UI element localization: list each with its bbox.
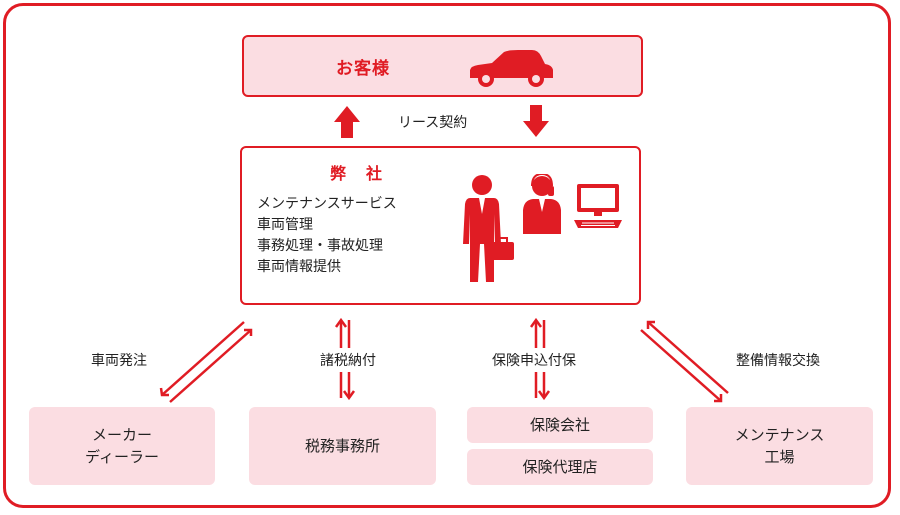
maker-label: メーカー bbox=[91, 426, 152, 444]
down-arrow-to-company bbox=[523, 105, 549, 137]
tax-office-label: 税務事務所 bbox=[304, 437, 380, 455]
insurance-company-label: 保険会社 bbox=[529, 416, 590, 434]
order-label: 車両発注 bbox=[91, 353, 147, 369]
contract-label: リース契約 bbox=[398, 115, 468, 131]
tax-office-box: 税務事務所 bbox=[249, 407, 436, 485]
company-title: 弊 社 bbox=[330, 164, 385, 183]
maintenance-label-line2: 工場 bbox=[764, 448, 795, 466]
service-list: メンテナンスサービス 車両管理 事務処理・事故処理 車両情報提供 bbox=[257, 194, 397, 278]
client-box: お客様 bbox=[242, 35, 643, 97]
client-label: お客様 bbox=[336, 59, 390, 79]
maintenance-factory-box: メンテナンス 工場 bbox=[686, 407, 873, 485]
dealer-label: ディーラー bbox=[85, 448, 159, 466]
businessman-icon bbox=[463, 175, 514, 282]
maintenance-label: 整備情報交換 bbox=[736, 353, 820, 369]
outer-frame bbox=[3, 3, 891, 508]
car-icon bbox=[470, 50, 553, 87]
tax-label: 諸税納付 bbox=[320, 353, 376, 369]
insurance-agent-box: 保険代理店 bbox=[467, 449, 653, 485]
service-item: 車両情報提供 bbox=[257, 259, 341, 275]
company-box: 弊 社 メンテナンスサービス 車両管理 事務処理・事故処理 車両情報提供 bbox=[240, 146, 641, 305]
computer-icon bbox=[574, 184, 622, 228]
maker-dealer-box: メーカー ディーラー bbox=[29, 407, 215, 485]
insurance-company-box: 保険会社 bbox=[467, 407, 653, 443]
service-item: メンテナンスサービス bbox=[257, 196, 397, 212]
service-item: 車両管理 bbox=[257, 217, 313, 233]
arrow-order-pair bbox=[159, 321, 253, 403]
arrow-maintenance-pair bbox=[640, 320, 729, 403]
arrow-tax-pair bbox=[334, 317, 356, 401]
arrow-insurance-pair bbox=[529, 317, 551, 401]
operator-icon bbox=[523, 174, 561, 234]
service-item: 事務処理・事故処理 bbox=[257, 238, 383, 254]
insurance-agent-label: 保険代理店 bbox=[522, 458, 598, 476]
insurance-label: 保険申込付保 bbox=[492, 353, 576, 369]
up-arrow-to-client bbox=[334, 106, 360, 138]
maintenance-label-line1: メンテナンス bbox=[734, 426, 825, 444]
